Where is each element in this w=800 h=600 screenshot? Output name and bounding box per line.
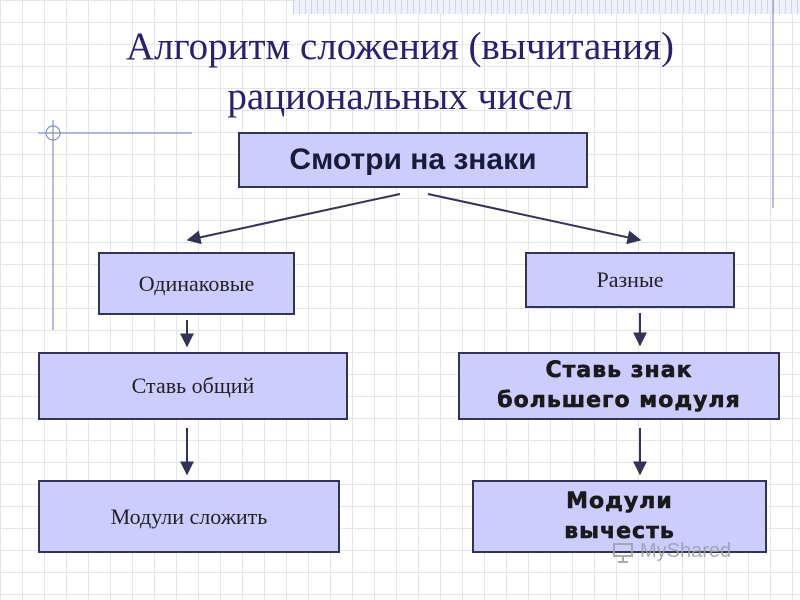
slide-title-line-1: Алгоритм сложения (вычитания) (125, 25, 675, 68)
root-node: Смотри на знаки (238, 132, 588, 188)
node-different-step2-line2: вычесть (564, 518, 675, 544)
node-same-signs: Одинаковые (98, 252, 295, 315)
arrow-root-to-same (186, 193, 401, 245)
node-different-step2-line1: Модули (566, 488, 673, 514)
arrow-root-to-different (427, 193, 642, 245)
slide-title-line-2: рациональных чисел (227, 75, 573, 118)
top-decor-band (293, 0, 800, 14)
watermark-text: MyShared (640, 540, 732, 562)
node-same-signs-label: Одинаковые (138, 270, 255, 296)
node-same-step2-label: Модули сложить (110, 503, 268, 529)
decor-circle (45, 125, 61, 141)
node-same-step1-label: Ставь общий (131, 373, 255, 398)
node-different-signs-label: Разные (596, 267, 664, 292)
watermark: MyShared (612, 540, 731, 563)
node-same-step1: Ставь общий (38, 352, 348, 420)
node-different-step1: Ставь знак большего модуля (458, 352, 780, 420)
node-different-signs: Разные (525, 252, 735, 308)
root-node-label: Смотри на знаки (289, 143, 537, 176)
node-different-step2: Модули вычесть (472, 480, 767, 553)
node-different-step2-text: Модули вычесть (564, 487, 675, 547)
slide-title: Алгоритм сложения (вычитания) рациональн… (0, 22, 800, 122)
node-same-step2: Модули сложить (38, 480, 340, 553)
presentation-icon (613, 542, 633, 563)
node-different-step1-line1: Ставь знак (545, 358, 693, 384)
node-different-step1-text: Ставь знак большего модуля (497, 356, 741, 416)
node-different-step1-line2: большего модуля (497, 388, 741, 414)
